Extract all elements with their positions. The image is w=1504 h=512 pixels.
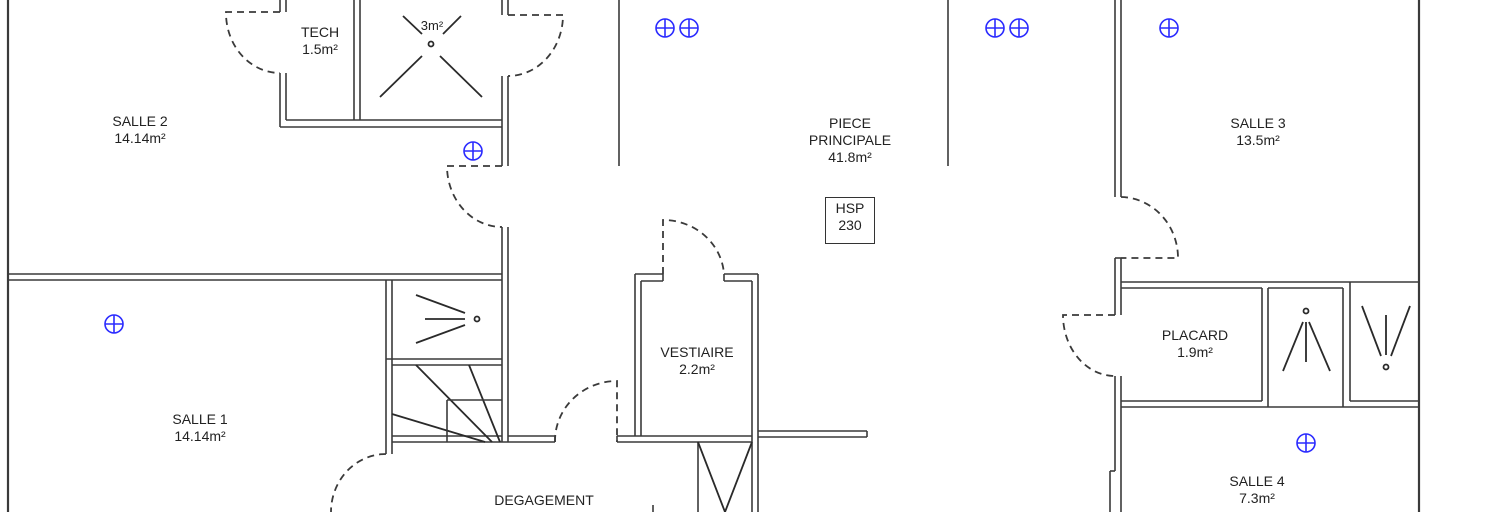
room-label-salle1: SALLE 1 14.14m² xyxy=(172,411,227,445)
room-name: VESTIAIRE xyxy=(660,344,734,360)
room-label-salle3: SALLE 3 13.5m² xyxy=(1230,115,1285,149)
room-label-tech: TECH 1.5m² xyxy=(301,24,339,58)
light-fixtures xyxy=(104,18,1316,453)
vestiaire-walls xyxy=(616,219,868,512)
ceiling-height-box: HSP 230 xyxy=(825,197,875,244)
room-label-degagement: DEGAGEMENT xyxy=(494,492,594,509)
room-name: TECH xyxy=(300,24,340,40)
room-name: PLACARD xyxy=(1161,327,1229,343)
light-fixture-icon xyxy=(1159,18,1179,38)
light-fixture-icon xyxy=(1009,18,1029,38)
hsp-label: HSP xyxy=(835,200,865,216)
room-name: DEGAGEMENT xyxy=(494,492,594,508)
room-area: 2.2m² xyxy=(679,361,715,377)
room-label-piece-principale: PIECE PRINCIPALE 41.8m² xyxy=(809,115,891,166)
light-fixture-icon xyxy=(1296,433,1316,453)
room-name: SALLE 2 xyxy=(112,113,168,129)
room-name: SALLE 1 xyxy=(172,411,228,427)
room-area: 41.8m² xyxy=(828,149,872,165)
room-name-line1: PIECE xyxy=(828,115,871,131)
shower-stair-block xyxy=(385,280,556,454)
room-area: 14.14m² xyxy=(114,130,166,146)
light-fixture-icon xyxy=(463,141,483,161)
room-label-salle2: SALLE 2 14.14m² xyxy=(112,113,167,147)
room-area: 13.5m² xyxy=(1236,132,1280,148)
piece-principale-partitions xyxy=(618,0,949,166)
room-name: SALLE 3 xyxy=(1230,115,1286,131)
room-area: 14.14m² xyxy=(174,428,226,444)
hsp-value: 230 xyxy=(838,217,862,233)
room-area: 3m² xyxy=(420,18,444,33)
room-name-line2: PRINCIPALE xyxy=(808,132,892,148)
room-label-salle4: SALLE 4 7.3m² xyxy=(1229,473,1284,507)
right-block-walls xyxy=(1062,0,1419,512)
room-label-shower-top: 3m² xyxy=(421,17,443,34)
wall-central-left xyxy=(501,227,509,442)
outer-walls xyxy=(6,0,1421,512)
room-label-placard: PLACARD 1.9m² xyxy=(1162,327,1228,361)
room-label-vestiaire: VESTIAIRE 2.2m² xyxy=(660,344,733,378)
wall-salle2-salle1 xyxy=(8,273,502,281)
tech-shower-block xyxy=(279,0,509,166)
light-fixture-icon xyxy=(104,314,124,334)
light-fixture-icon xyxy=(985,18,1005,38)
room-name: SALLE 4 xyxy=(1229,473,1285,489)
doors-bottom-left xyxy=(330,380,618,512)
room-area: 1.9m² xyxy=(1177,344,1213,360)
light-fixture-icon xyxy=(655,18,675,38)
room-area: 7.3m² xyxy=(1239,490,1275,506)
light-fixture-icon xyxy=(679,18,699,38)
doors-top-left xyxy=(225,11,564,228)
room-area: 1.5m² xyxy=(302,41,338,57)
